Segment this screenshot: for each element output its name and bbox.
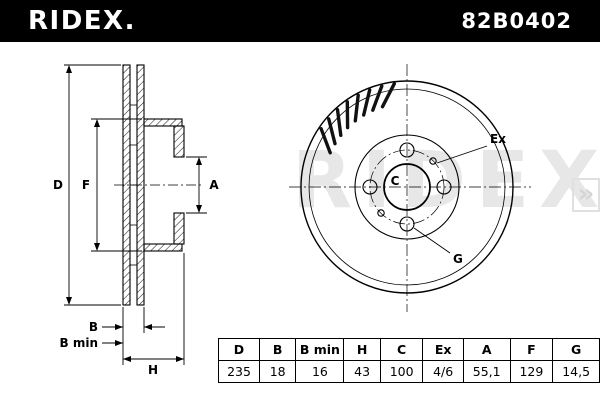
vent-slots	[319, 82, 397, 155]
spec-header-cell: D	[218, 338, 260, 361]
spec-header-cell: Ex	[422, 338, 464, 361]
spec-value-cell: 43	[343, 360, 381, 383]
spec-value-cell: 55,1	[462, 360, 511, 383]
dim-label-ex: Ex	[490, 132, 506, 146]
spec-value-cell: 18	[258, 360, 297, 383]
front-view: C Ex G	[289, 64, 531, 312]
dim-label-c: C	[391, 174, 400, 188]
dim-label-g: G	[453, 252, 463, 266]
dim-label-f: F	[82, 178, 90, 192]
disc-circles	[300, 80, 514, 294]
part-number: 82B0402	[461, 9, 572, 33]
chevron-watermark-icon: »	[572, 178, 600, 212]
spec-header-cell: G	[552, 338, 600, 361]
spec-value-cell: 235	[218, 360, 260, 383]
cross-section-view: D F A B B min H	[53, 64, 219, 377]
spec-value-cell: 4/6	[422, 360, 464, 383]
center-lines	[289, 64, 531, 312]
dim-label-b-min: B min	[60, 336, 98, 350]
spec-header-cell: A	[462, 338, 511, 361]
spec-header-cell: F	[509, 338, 554, 361]
dim-label-h: H	[148, 363, 158, 377]
spec-header-row: D B B min H C Ex A F G	[218, 338, 600, 361]
spec-value-cell: 16	[295, 360, 345, 383]
brand-logo: RIDEX.	[28, 6, 136, 36]
dim-label-d: D	[53, 178, 63, 192]
spec-header-cell: B min	[295, 338, 345, 361]
dimension-lines	[64, 64, 207, 365]
spec-value-cell: 100	[379, 360, 424, 383]
spec-header-cell: H	[343, 338, 381, 361]
spec-table: D B B min H C Ex A F G 235 18 16 43 100 …	[218, 338, 600, 383]
dim-label-b: B	[89, 320, 98, 334]
spec-value-cell: 14,5	[552, 360, 600, 383]
leader-lines	[413, 145, 488, 254]
header-bar: RIDEX. 82B0402	[0, 0, 600, 42]
dim-label-a: A	[209, 178, 219, 192]
spec-header-cell: B	[258, 338, 297, 361]
spec-value-row: 235 18 16 43 100 4/6 55,1 129 14,5	[218, 360, 600, 383]
spec-header-cell: C	[379, 338, 424, 361]
bolt-holes	[362, 142, 452, 232]
spec-value-cell: 129	[509, 360, 554, 383]
